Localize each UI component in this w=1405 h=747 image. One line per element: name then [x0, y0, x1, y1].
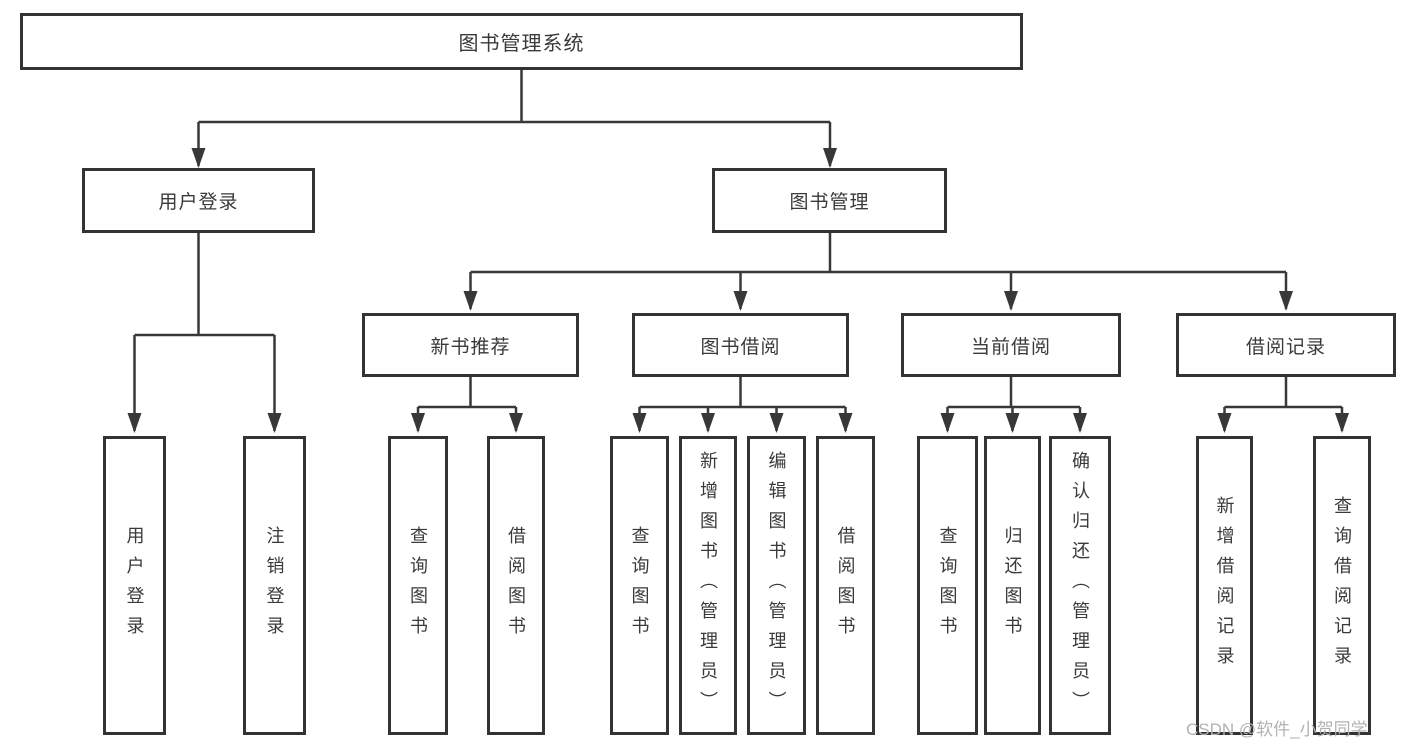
node-leaf-user-login-label: 用户登录: [124, 525, 145, 646]
node-leaf-cb-query-books-label: 查询图书: [937, 525, 958, 646]
node-leaf-br-query-record-label: 查询借阅记录: [1332, 495, 1352, 676]
node-user-login: 用户登录: [82, 168, 315, 233]
node-book-management: 图书管理: [712, 168, 947, 233]
node-leaf-nb-borrow-books-label: 借阅图书: [506, 525, 526, 646]
node-current-borrow-label: 当前借阅: [970, 336, 1051, 358]
node-leaf-bb-borrow-books: 借阅图书: [816, 436, 875, 735]
node-leaf-br-add-record-label: 新增借阅记录: [1214, 495, 1235, 676]
node-leaf-nb-query-books-label: 查询图书: [408, 525, 428, 646]
node-leaf-logout-label: 注销登录: [264, 525, 285, 646]
node-leaf-cb-return-books: 归还图书: [984, 436, 1041, 735]
node-current-borrow: 当前借阅: [901, 313, 1121, 377]
node-leaf-bb-query-books-label: 查询图书: [629, 525, 650, 646]
node-book-management-label: 图书管理: [789, 192, 870, 213]
node-leaf-nb-borrow-books: 借阅图书: [487, 436, 545, 735]
node-leaf-bb-add-books-admin: 新增图书（管理员）: [679, 436, 737, 735]
node-leaf-br-query-record: 查询借阅记录: [1313, 436, 1371, 735]
node-leaf-cb-return-books-label: 归还图书: [1002, 525, 1023, 646]
node-leaf-user-login: 用户登录: [103, 436, 166, 735]
node-leaf-bb-edit-books-admin: 编辑图书（管理员）: [747, 436, 806, 735]
node-user-login-label: 用户登录: [158, 192, 239, 213]
node-new-book-recommend-label: 新书推荐: [430, 336, 511, 358]
node-leaf-cb-query-books: 查询图书: [917, 436, 978, 735]
node-leaf-bb-add-books-admin-label: 新增图书（管理员）: [698, 450, 718, 721]
node-leaf-bb-edit-books-admin-label: 编辑图书（管理员）: [766, 450, 787, 721]
node-root-system: 图书管理系统: [20, 13, 1023, 70]
node-leaf-logout: 注销登录: [243, 436, 306, 735]
node-leaf-nb-query-books: 查询图书: [388, 436, 448, 735]
node-book-borrow-label: 图书借阅: [700, 336, 781, 358]
node-leaf-cb-confirm-return-admin-label: 确认归还（管理员）: [1070, 450, 1090, 721]
node-leaf-bb-borrow-books-label: 借阅图书: [835, 525, 856, 646]
csdn-watermark: CSDN @软件_小贺同学: [1186, 720, 1368, 739]
node-root-system-label: 图书管理系统: [458, 33, 585, 55]
node-leaf-br-add-record: 新增借阅记录: [1196, 436, 1253, 735]
node-borrow-records: 借阅记录: [1176, 313, 1396, 377]
node-book-borrow: 图书借阅: [632, 313, 849, 377]
node-leaf-cb-confirm-return-admin: 确认归还（管理员）: [1049, 436, 1111, 735]
node-leaf-bb-query-books: 查询图书: [610, 436, 669, 735]
node-new-book-recommend: 新书推荐: [362, 313, 579, 377]
node-borrow-records-label: 借阅记录: [1245, 336, 1326, 358]
